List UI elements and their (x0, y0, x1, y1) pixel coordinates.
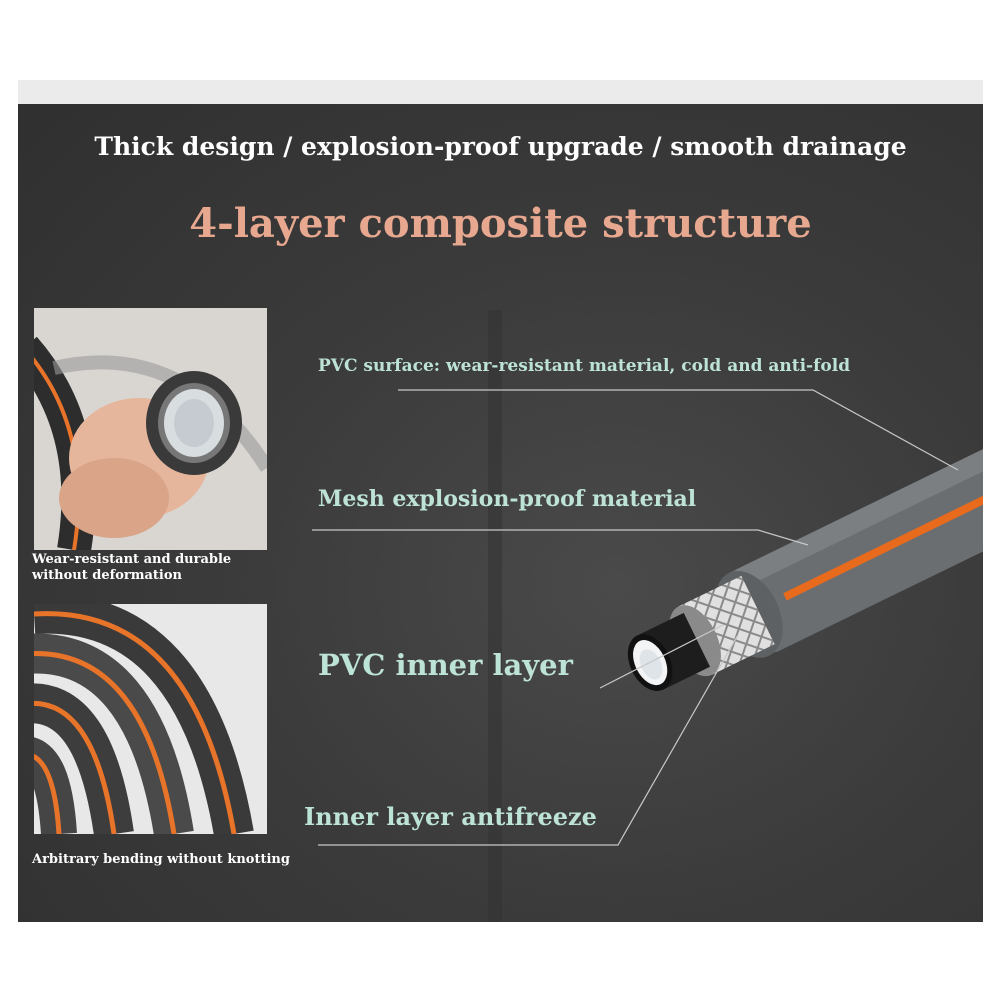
label-pvc-surface: PVC surface: wear-resistant material, co… (318, 356, 851, 376)
hose-in-hand-photo (34, 308, 267, 550)
page-title: 4-layer composite structure (189, 200, 812, 247)
label-pvc-inner: PVC inner layer (318, 648, 573, 682)
coiled-hose-photo (34, 604, 267, 834)
photo2-caption: Arbitrary bending without knotting (32, 852, 290, 867)
label-mesh: Mesh explosion-proof material (318, 486, 697, 512)
background-figure (488, 310, 502, 922)
label-antifreeze: Inner layer antifreeze (304, 802, 597, 831)
hose-body (627, 432, 983, 691)
leader-lines (312, 389, 959, 846)
headline: Thick design / explosion-proof upgrade /… (94, 132, 907, 161)
hose-cutaway-diagram (312, 389, 983, 846)
photo1-caption: Wear-resistant and durable without defor… (32, 552, 232, 583)
product-infographic: Thick design / explosion-proof upgrade /… (18, 80, 983, 922)
top-strip (18, 80, 983, 104)
